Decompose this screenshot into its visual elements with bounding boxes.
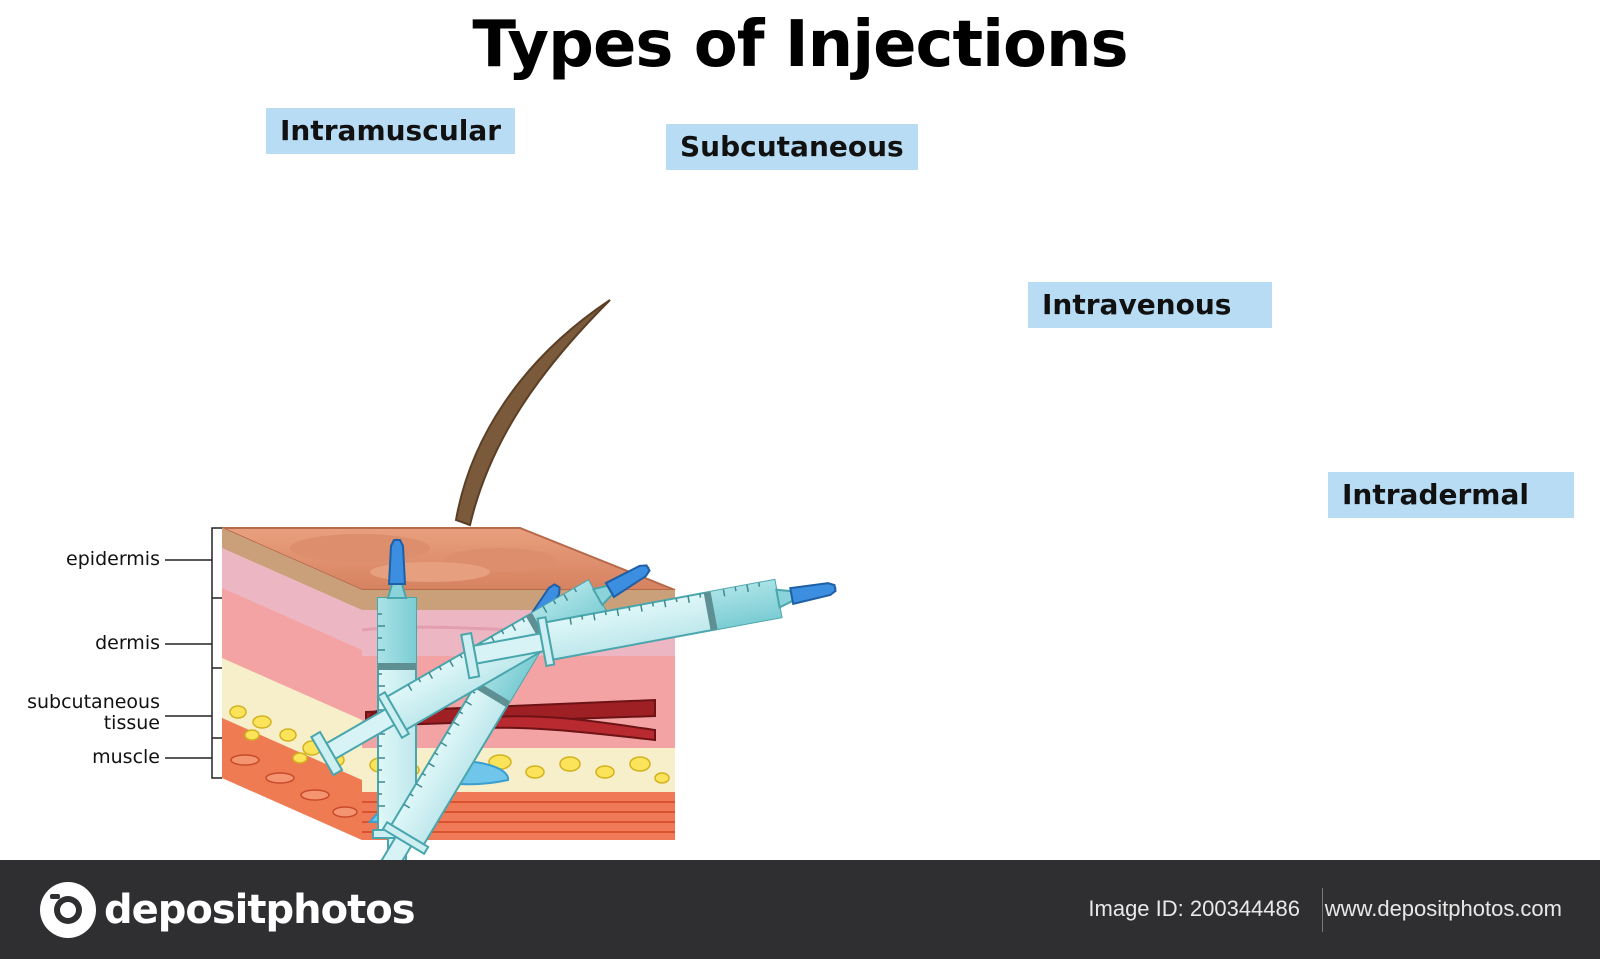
page-title: Types of Injections — [472, 8, 1128, 82]
label-intramuscular: Intramuscular — [266, 108, 516, 154]
diagram-stage: Types of Injections Intramuscular Subcut… — [4, 8, 1574, 860]
label-intradermal: Intradermal — [1328, 472, 1574, 518]
label-subcutaneous-line1: subcutaneous — [27, 691, 160, 713]
label-intravenous: Intravenous — [1028, 282, 1272, 328]
label-epidermis: epidermis — [66, 548, 160, 570]
camera-icon — [40, 882, 96, 938]
label-subcutaneous-line2: tissue — [103, 712, 160, 734]
label-muscle: muscle — [92, 746, 160, 768]
injection-diagram — [165, 299, 841, 860]
label-dermis: dermis — [95, 632, 160, 654]
image-id: Image ID: 200344486 — [1088, 896, 1300, 921]
label-subcutaneous: Subcutaneous — [666, 124, 918, 170]
hair-shaft — [454, 299, 611, 527]
layer-bracket — [165, 527, 222, 779]
brand-name: depositphotos — [104, 887, 416, 933]
footer-divider — [1322, 888, 1323, 932]
label-subcutaneous-tissue: subcutaneous tissue — [4, 692, 160, 734]
website-link[interactable]: www.depositphotos.com — [1324, 896, 1562, 921]
brand-logo[interactable]: depositphotos — [40, 882, 416, 938]
footer-bar: depositphotos Image ID: 200344486 www.de… — [0, 860, 1600, 959]
